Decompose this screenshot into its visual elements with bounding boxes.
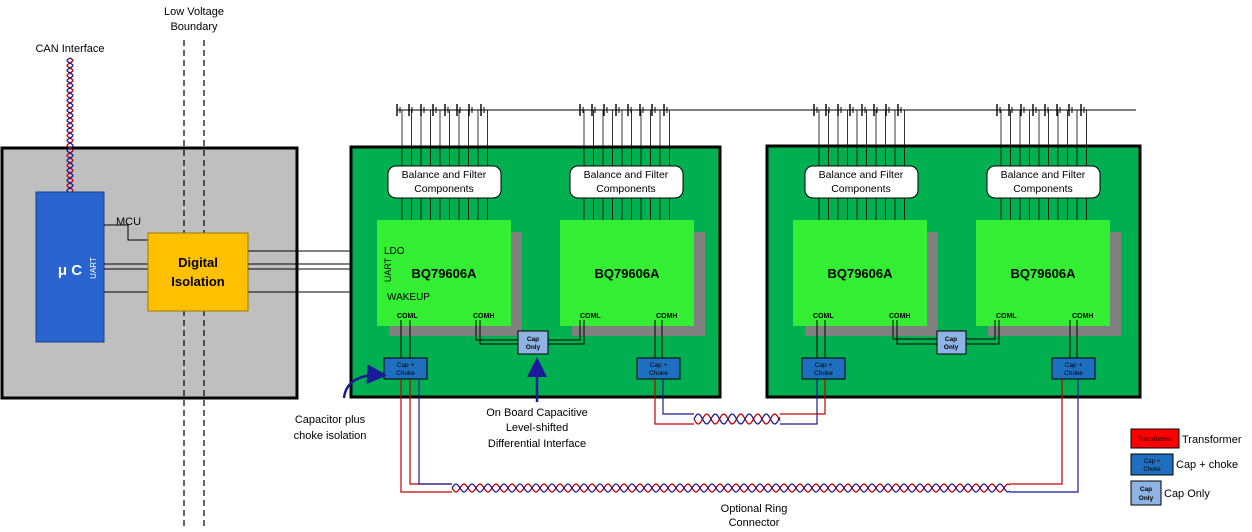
balance-filter-box [569, 165, 684, 199]
chip-label: BQ79606A [594, 266, 660, 281]
cap-choke-wiring [400, 320, 1078, 358]
coml-label: COML [580, 313, 601, 320]
ring-cable [400, 379, 1079, 493]
coml-label: COML [996, 313, 1017, 320]
svg-text:Transformer: Transformer [1182, 434, 1242, 446]
chip-label: BQ79606A [1010, 266, 1076, 281]
onboard-note-2: Level-shifted [506, 422, 568, 434]
digital-isolation-label-2: Isolation [171, 274, 225, 289]
bq79606a-chip [793, 220, 927, 326]
daisy-chain-cable [654, 379, 826, 425]
svg-text:Cap +: Cap + [397, 362, 415, 369]
mcu-line [104, 224, 148, 241]
bq79606a-chip [976, 220, 1110, 326]
chip-label: BQ79606A [827, 266, 893, 281]
svg-text:Choke: Choke [1064, 370, 1083, 377]
cap-choke-block: Cap +Choke [1051, 357, 1096, 380]
coml-label: COML [397, 313, 418, 320]
ring-note-2: Connector [729, 517, 780, 529]
microcontroller-block [35, 191, 105, 343]
svg-text:Choke: Choke [396, 370, 415, 377]
balance-filter-box [387, 165, 502, 199]
cap-choke-note-1: Capacitor plus [295, 414, 366, 426]
balance-filter-label: Components [596, 183, 656, 195]
svg-text:Cap +: Cap + [1065, 362, 1083, 369]
balance-filter-label: Balance and Filter [819, 169, 904, 181]
balance-filter-label: Components [414, 183, 474, 195]
can-twisted-pair [66, 57, 74, 193]
comh-label: COMH [889, 313, 910, 320]
legend-transformer: Transformer Transformer [1130, 428, 1242, 449]
svg-text:Cap +: Cap + [1144, 459, 1161, 465]
onboard-note-1: On Board Capacitive [486, 407, 588, 419]
svg-text:Only: Only [944, 344, 959, 351]
com-wiring [475, 320, 1000, 345]
balance-filter-box [804, 165, 919, 199]
balance-filter-label: Balance and Filter [402, 169, 487, 181]
cap-only-1: Cap Only [517, 330, 549, 355]
boundary-label: Boundary [170, 21, 218, 33]
balance-filter-label: Balance and Filter [1001, 169, 1086, 181]
can-interface-label: CAN Interface [35, 43, 104, 55]
ldo-label: LDO [384, 246, 405, 257]
svg-text:Cap +: Cap + [650, 362, 668, 369]
svg-text:Cap: Cap [1140, 486, 1152, 493]
twisted-pair-segments [451, 413, 1011, 493]
legend: Transformer Transformer Cap + Choke Cap … [1130, 428, 1242, 506]
onboard-note-3: Differential Interface [488, 438, 586, 450]
svg-text:Only: Only [526, 344, 541, 351]
microcontroller-label: μ C [58, 262, 82, 279]
svg-text:Transformer: Transformer [1137, 436, 1173, 443]
legend-cap-choke: Cap + Choke Cap + choke [1130, 453, 1238, 476]
mcu-label: MCU [116, 216, 141, 228]
comh-label: COMH [656, 313, 677, 320]
cap-choke-note-2: choke isolation [294, 430, 367, 442]
svg-text:Cap: Cap [527, 336, 539, 343]
balance-filter-label: Balance and Filter [584, 169, 669, 181]
chip-label: BQ79606A [411, 266, 477, 281]
ring-note-1: Optional Ring [721, 503, 788, 515]
comh-label: COMH [1072, 313, 1093, 320]
svg-text:Only: Only [1139, 495, 1154, 502]
svg-text:Cap Only: Cap Only [1164, 488, 1210, 500]
low-voltage-label: Low Voltage [164, 6, 224, 18]
cap-choke-block: Cap +Choke [636, 357, 681, 380]
svg-text:Choke: Choke [1143, 467, 1161, 473]
svg-text:Cap + choke: Cap + choke [1176, 459, 1238, 471]
bq79606a-chip [560, 220, 694, 326]
coml-label: COML [813, 313, 834, 320]
svg-text:Choke: Choke [649, 370, 668, 377]
cap-choke-arrow [342, 364, 387, 399]
uc-uart-label: UART [89, 257, 98, 279]
svg-text:Cap: Cap [945, 336, 957, 343]
wakeup-label: WAKEUP [387, 292, 430, 303]
bq79606a-chip [377, 220, 511, 326]
comh-label: COMH [473, 313, 494, 320]
chip-uart-label: UART [383, 257, 393, 282]
cap-only-2: Cap Only [936, 330, 967, 355]
balance-filter-label: Components [831, 183, 891, 195]
cap-choke-block: Cap +Choke [383, 357, 428, 380]
balance-filter-box [986, 165, 1101, 199]
balance-filter-label: Components [1013, 183, 1073, 195]
svg-text:Choke: Choke [814, 370, 833, 377]
svg-text:Cap +: Cap + [815, 362, 833, 369]
legend-cap-only: Cap Only Cap Only [1130, 480, 1210, 506]
cap-choke-block: Cap +Choke [801, 357, 846, 380]
digital-isolation-label-1: Digital [178, 255, 218, 270]
digital-isolation-block [147, 232, 249, 312]
